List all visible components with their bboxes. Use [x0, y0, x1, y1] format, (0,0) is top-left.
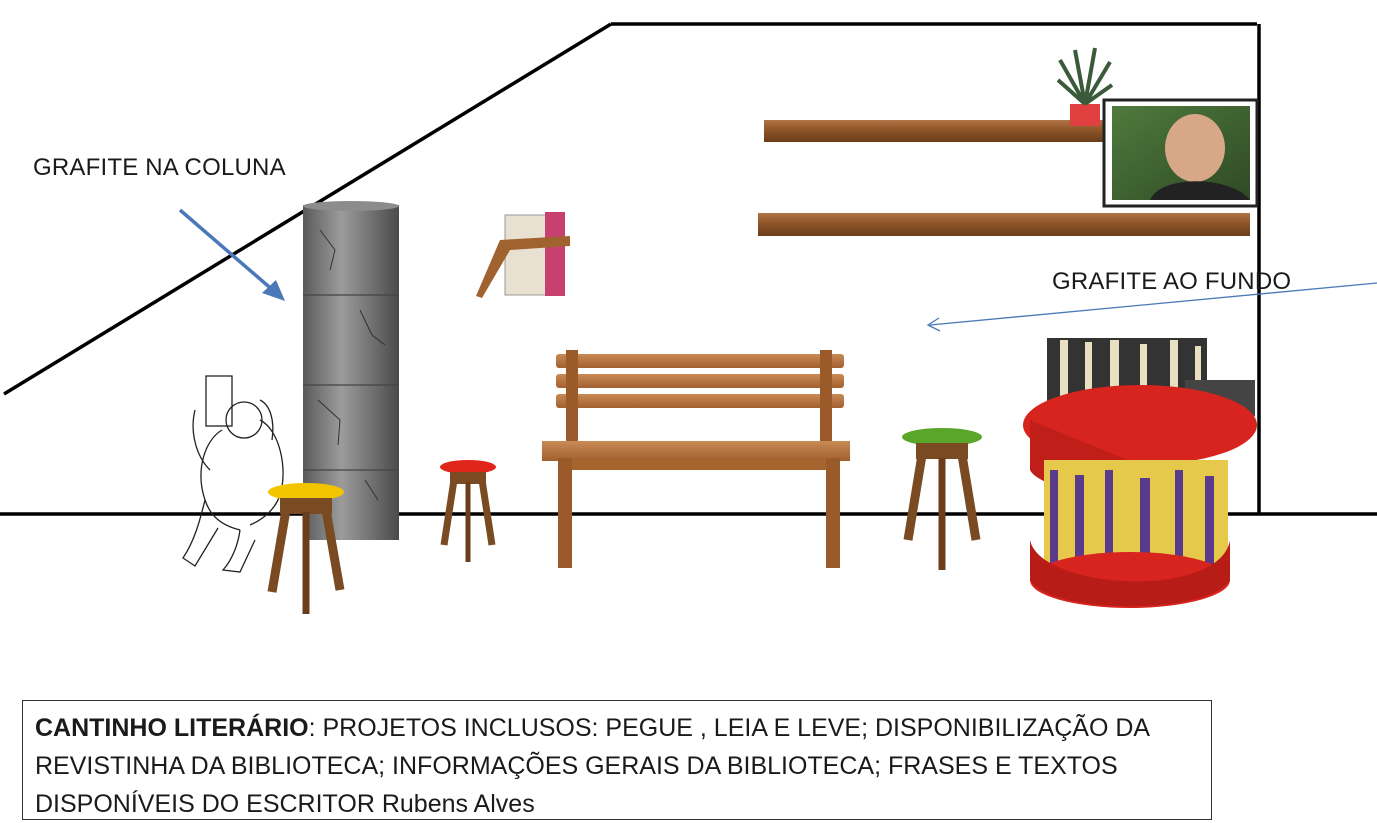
wall-shelves — [758, 120, 1250, 236]
green-stool — [902, 428, 982, 570]
red-stool — [440, 460, 496, 562]
wall-book-holder — [476, 212, 570, 298]
caption-box: CANTINHO LITERÁRIO: PROJETOS INCLUSOS: P… — [22, 700, 1212, 820]
graffiti-column-label: GRAFITE NA COLUNA — [33, 154, 286, 181]
wooden-bench — [542, 350, 850, 568]
potted-plant-icon — [1056, 47, 1114, 126]
reading-corner-sketch — [0, 22, 1377, 614]
caption-title: CANTINHO LITERÁRIO — [35, 714, 309, 742]
reading-person-sketch — [182, 375, 284, 573]
arrow-to-back-wall-icon — [926, 282, 1377, 332]
graffiti-back-wall-label: GRAFITE AO FUNDO — [1052, 268, 1292, 295]
writer-portrait-frame — [1102, 98, 1259, 208]
yellow-stool — [267, 483, 345, 614]
cable-spool-bookcase — [1023, 338, 1257, 608]
arrow-to-column-icon — [178, 208, 285, 301]
